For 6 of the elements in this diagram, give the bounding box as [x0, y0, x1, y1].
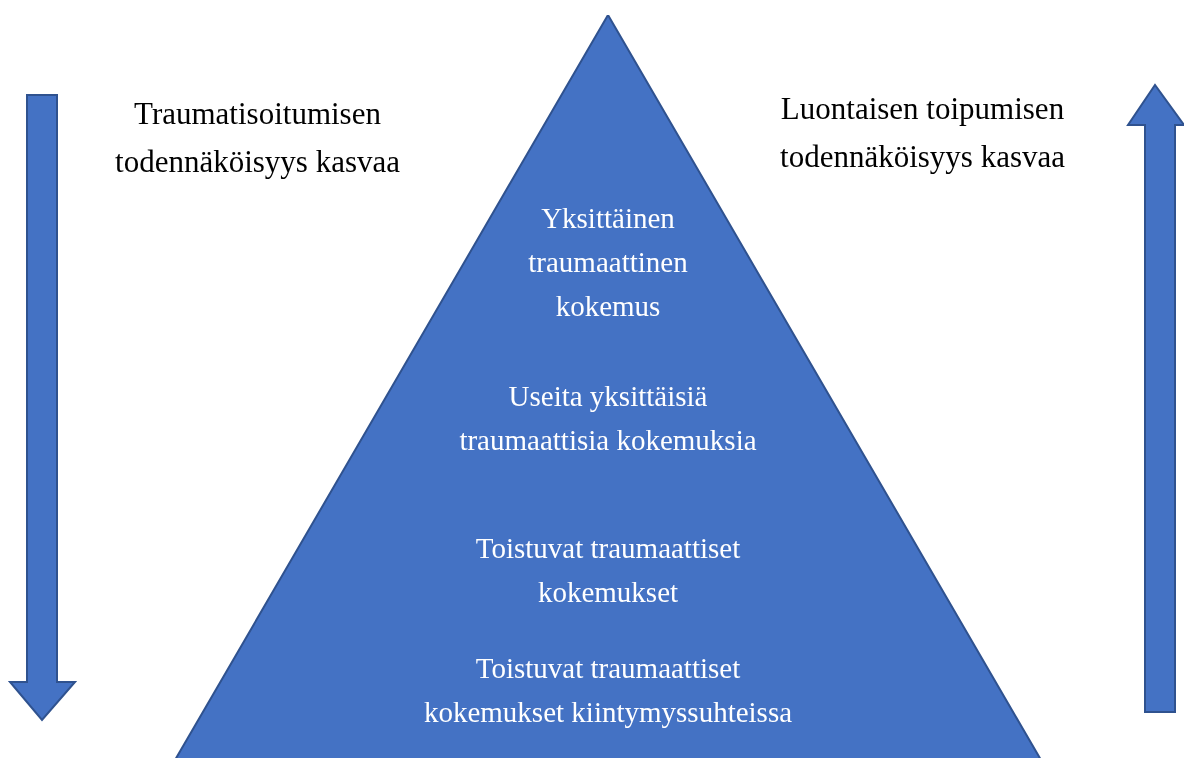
pyramid-level-text: Toistuvat traumaattiset kokemukset — [474, 531, 742, 610]
pyramid-level-text: Useita yksittäisiä traumaattisia kokemuksia — [458, 379, 758, 458]
arrow-caption: Luontaisen toipumisen todennäköisyys kasvaa — [779, 90, 1066, 176]
pyramid-level-text: Toistuvat traumaattiset kokemukset kiintymyssuhteissa — [422, 651, 794, 730]
pyramid-level-text: Yksittäinen traumaattinen kokemus — [527, 201, 689, 324]
arrow-caption: Traumatisoitumisen todennäköisyys kasvaa — [114, 95, 401, 181]
